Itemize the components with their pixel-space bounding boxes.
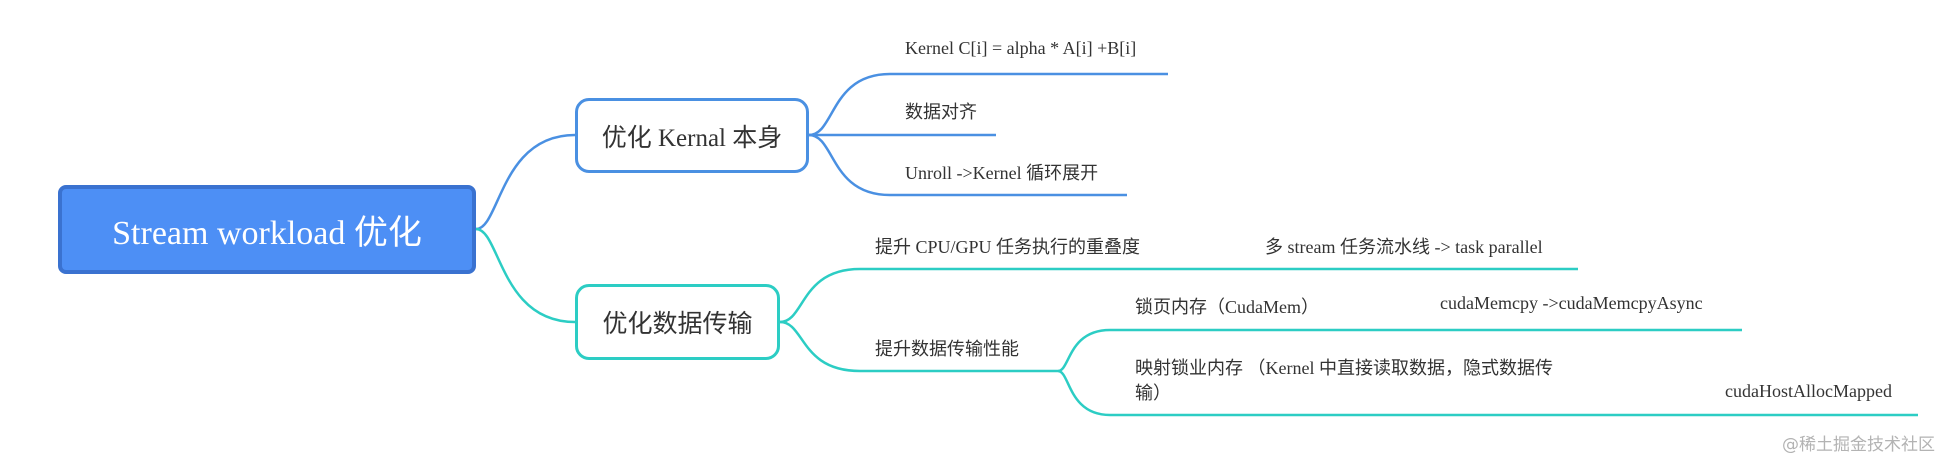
topic-optimize-kernel[interactable]: 优化 Kernal 本身 — [575, 98, 809, 173]
edge-transfer-overlap — [779, 267, 1578, 324]
leaf-cuda-memcpy-async[interactable]: cudaMemcpy ->cudaMemcpyAsync — [1440, 293, 1703, 313]
subtopic-unroll[interactable]: Unroll ->Kernel 循环展开 — [905, 163, 1099, 183]
subtopic-pinned-memory[interactable]: 锁页内存（CudaMem） — [1135, 297, 1319, 317]
root-node[interactable]: Stream workload 优化 — [58, 185, 476, 274]
edge-root-kernel — [475, 133, 576, 231]
leaf-multi-stream[interactable]: 多 stream 任务流水线 -> task parallel — [1265, 237, 1543, 257]
subtopic-kernel-formula[interactable]: Kernel C[i] = alpha * A[i] +B[i] — [905, 38, 1137, 58]
topic-optimize-transfer[interactable]: 优化数据传输 — [575, 284, 780, 360]
edge-transfer-perf — [779, 320, 1058, 373]
subtopic-data-alignment[interactable]: 数据对齐 — [905, 102, 977, 122]
leaf-cuda-host-alloc-mapped[interactable]: cudaHostAllocMapped — [1725, 381, 1892, 401]
subtopic-mapped-memory-line2[interactable]: 输） — [1135, 383, 1171, 403]
edge-perf-pinned — [1057, 328, 1742, 373]
subtopic-transfer-performance[interactable]: 提升数据传输性能 — [875, 339, 1019, 359]
edge-kernel-unroll — [808, 133, 1127, 197]
subtopic-mapped-memory-line1[interactable]: 映射锁业内存 （Kernel 中直接读取数据，隐式数据传 — [1135, 358, 1553, 378]
edge-perf-mapped — [1057, 369, 1918, 417]
root-label: Stream workload 优化 — [112, 215, 422, 252]
watermark: @稀土掘金技术社区 — [1782, 435, 1935, 455]
topic-label: 优化 Kernal 本身 — [601, 124, 783, 152]
topic-label: 优化数据传输 — [602, 311, 753, 338]
edge-root-transfer — [475, 227, 576, 324]
edge-kernel-formula — [808, 72, 1168, 137]
subtopic-overlap[interactable]: 提升 CPU/GPU 任务执行的重叠度 — [875, 237, 1141, 257]
